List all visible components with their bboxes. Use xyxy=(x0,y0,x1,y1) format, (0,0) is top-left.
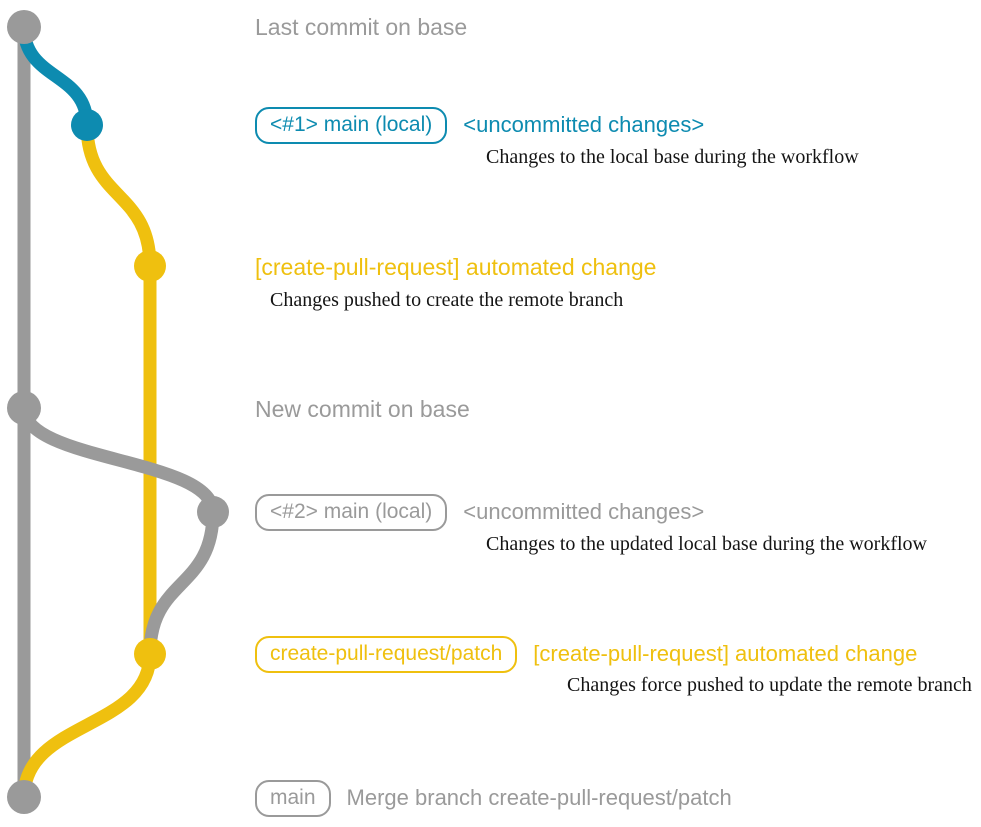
edge-base-to-local1 xyxy=(17,20,94,132)
commit-row-automated-change-2: create-pull-request/patch [create-pull-r… xyxy=(255,636,918,674)
commit-subject-local-2: <uncommitted changes> xyxy=(463,499,705,524)
commit-node-local-1[interactable] xyxy=(71,109,103,141)
commit-row-local-change-1: <#1> main (local) <uncommitted changes> xyxy=(255,107,705,145)
commit-row-merge: main Merge branch create-pull-request/pa… xyxy=(255,780,732,818)
edge-local2-to-patch2 xyxy=(143,505,220,661)
commit-description-automated-change-1: Changes pushed to create the remote bran… xyxy=(270,289,624,311)
commit-node-merge[interactable] xyxy=(7,780,41,814)
commit-subject-merge: Merge branch create-pull-request/patch xyxy=(346,785,732,810)
edge-basenew-to-local2 xyxy=(17,401,220,519)
branch-badge-create-pull-request-patch[interactable]: create-pull-request/patch xyxy=(255,636,518,674)
commit-node-patch-2[interactable] xyxy=(134,638,166,670)
commit-description-local-2: Changes to the updated local base during… xyxy=(486,533,927,555)
commit-row-local-change-2: <#2> main (local) <uncommitted changes> xyxy=(255,494,705,532)
commit-description-local-1: Changes to the local base during the wor… xyxy=(486,146,859,168)
commit-subject-automated-change-2: [create-pull-request] automated change xyxy=(533,641,918,666)
commit-description-automated-change-2: Changes force pushed to update the remot… xyxy=(567,674,972,696)
branch-badge-local-2[interactable]: <#2> main (local) xyxy=(255,494,448,532)
commit-node-base-last[interactable] xyxy=(7,10,41,44)
branch-badge-main[interactable]: main xyxy=(255,780,331,818)
commit-subject-local-1: <uncommitted changes> xyxy=(463,112,705,137)
commit-node-local-2[interactable] xyxy=(197,496,229,528)
commit-subject-last-commit-on-base: Last commit on base xyxy=(255,14,468,40)
edge-patch2-to-merge xyxy=(17,647,157,804)
commit-subject-new-commit-on-base: New commit on base xyxy=(255,396,470,422)
commit-subject-automated-change-1: [create-pull-request] automated change xyxy=(255,254,657,280)
commit-node-patch-1[interactable] xyxy=(134,250,166,282)
branch-badge-local-1[interactable]: <#1> main (local) xyxy=(255,107,448,145)
commit-node-base-new[interactable] xyxy=(7,391,41,425)
edge-local1-to-patch1 xyxy=(80,118,157,273)
